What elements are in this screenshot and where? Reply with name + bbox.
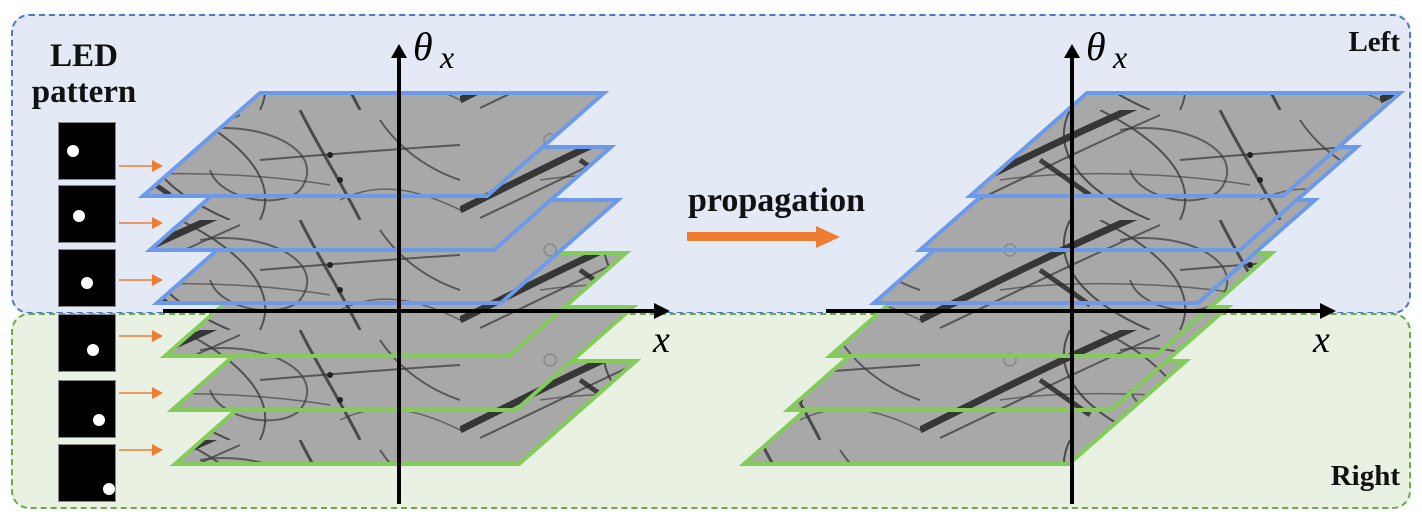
propagation-arrow-icon bbox=[687, 226, 840, 248]
led-title-line1: LED bbox=[50, 38, 118, 74]
right-axes: θ x x bbox=[826, 24, 1336, 504]
led-dot-icon bbox=[73, 210, 85, 222]
left-layer-1 bbox=[137, 91, 610, 198]
led-dot-icon bbox=[103, 483, 115, 495]
led-dot-icon bbox=[67, 145, 79, 157]
propagation-label: propagation bbox=[688, 182, 865, 219]
led-dot-icon bbox=[93, 414, 105, 426]
region-label-right: Right bbox=[1330, 460, 1400, 492]
led-arrows bbox=[119, 160, 163, 456]
led-dot-icon bbox=[87, 344, 99, 356]
led-pattern-2 bbox=[58, 185, 116, 243]
led-arrowhead-icon bbox=[152, 217, 163, 229]
led-arrowhead-icon bbox=[152, 387, 163, 399]
led-pattern-3 bbox=[58, 249, 116, 307]
left-layer-stack bbox=[137, 91, 642, 466]
right-layer-stack bbox=[738, 91, 1406, 466]
led-pattern-5 bbox=[58, 380, 116, 438]
left-theta-label: θ bbox=[413, 24, 433, 69]
led-pattern-1 bbox=[58, 122, 116, 180]
led-arrowhead-icon bbox=[152, 330, 163, 342]
left-theta-subscript: x bbox=[439, 39, 454, 75]
right-theta-label: θ bbox=[1086, 24, 1106, 69]
left-x-arrowhead-icon bbox=[654, 303, 670, 319]
right-theta-subscript: x bbox=[1112, 39, 1127, 75]
region-label-left: Left bbox=[1348, 26, 1400, 58]
right-layer-1 bbox=[964, 91, 1406, 198]
led-pattern-title: LED pattern bbox=[24, 38, 144, 110]
led-dot-icon bbox=[81, 277, 93, 289]
right-theta-arrowhead-icon bbox=[1064, 44, 1080, 58]
led-pattern-4 bbox=[58, 314, 116, 372]
right-x-label: x bbox=[1312, 319, 1330, 361]
left-theta-arrowhead-icon bbox=[391, 44, 407, 58]
led-arrowhead-icon bbox=[152, 274, 163, 286]
led-pattern-6 bbox=[58, 444, 116, 502]
led-arrowhead-icon bbox=[152, 160, 163, 172]
led-title-line2: pattern bbox=[31, 74, 137, 110]
left-x-label: x bbox=[652, 319, 670, 361]
led-arrowhead-icon bbox=[152, 444, 163, 456]
left-axes: θ x x bbox=[163, 24, 670, 504]
right-x-arrowhead-icon bbox=[1320, 303, 1336, 319]
